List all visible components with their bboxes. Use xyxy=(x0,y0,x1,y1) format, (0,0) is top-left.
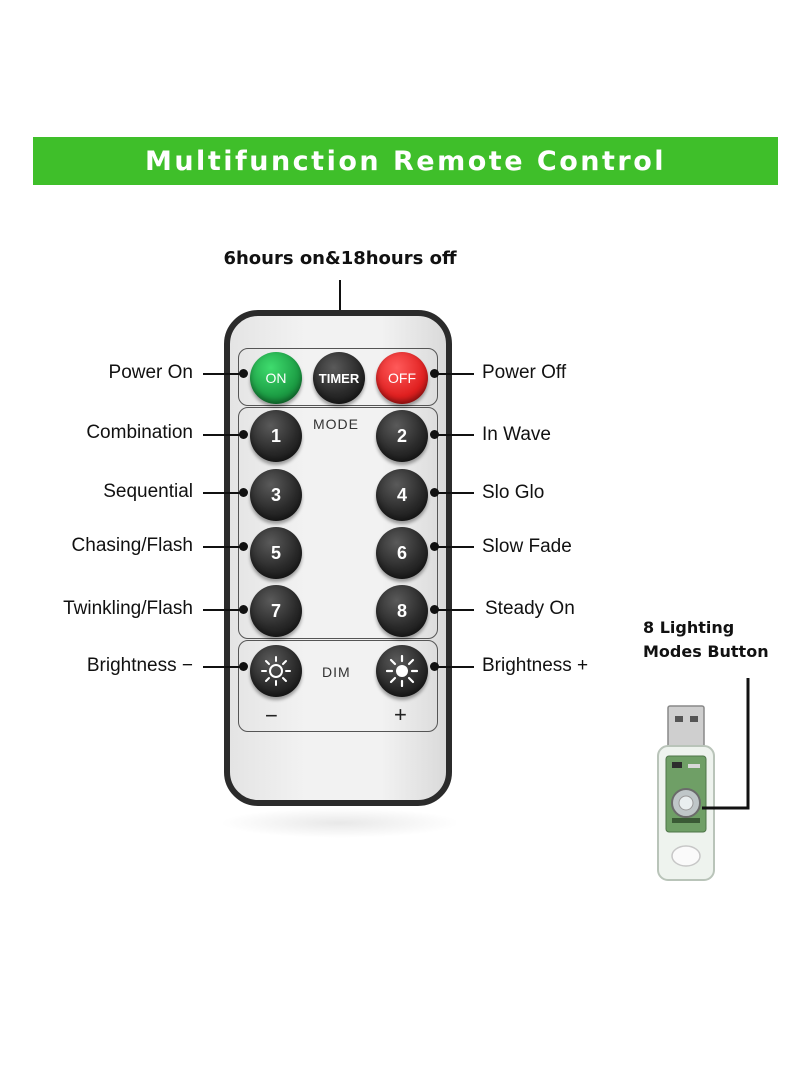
brightness-down-button[interactable] xyxy=(250,645,302,697)
mode-button-3[interactable]: 3 xyxy=(250,469,302,521)
leader-steady-on xyxy=(434,609,474,611)
leader-dot-combination xyxy=(239,430,248,439)
mode-button-1[interactable]: 1 xyxy=(250,410,302,462)
leader-dot-slow-fade xyxy=(430,542,439,551)
leader-dot-brightness-minus xyxy=(239,662,248,671)
label-brightness-minus: Brightness − xyxy=(86,655,193,676)
brightness-up-button[interactable] xyxy=(376,645,428,697)
mode-button-5-label: 5 xyxy=(270,542,281,563)
label-chasing-flash: Chasing/Flash xyxy=(71,535,193,556)
mode-button-6-label: 6 xyxy=(396,542,407,563)
mode-panel xyxy=(238,407,438,639)
usb-controller-image xyxy=(657,678,750,881)
label-power-on: Power On xyxy=(108,362,193,383)
leader-slo-glo xyxy=(434,492,474,494)
leader-in-wave xyxy=(434,434,474,436)
mode-button-2[interactable]: 2 xyxy=(376,410,428,462)
label-slo-glo: Slo Glo xyxy=(482,482,545,503)
mode-label: MODE xyxy=(313,416,359,432)
label-steady-on: Steady On xyxy=(485,598,575,619)
leader-dot-brightness-plus xyxy=(430,662,439,671)
leader-dot-power-off xyxy=(430,369,439,378)
leader-power-off xyxy=(434,373,474,375)
mode-button-5[interactable]: 5 xyxy=(250,527,302,579)
mode-button-8-label: 8 xyxy=(396,600,407,621)
mode-button-1-label: 1 xyxy=(270,425,281,446)
mode-button-7[interactable]: 7 xyxy=(250,585,302,637)
banner-title: Multifunction Remote Control xyxy=(144,145,667,177)
on-button-label: ON xyxy=(265,370,287,386)
leader-dot-power-on xyxy=(239,369,248,378)
leader-dot-chasing-flash xyxy=(239,542,248,551)
leader-power-on xyxy=(203,373,243,375)
leader-twinkling-flash xyxy=(203,609,243,611)
label-in-wave: In Wave xyxy=(482,424,551,445)
timer-button[interactable]: TIMER xyxy=(313,352,365,404)
plus-symbol: + xyxy=(394,702,407,727)
on-button[interactable]: ON xyxy=(250,352,302,404)
dim-panel xyxy=(238,640,438,732)
remote-reflection xyxy=(220,808,460,838)
label-combination: Combination xyxy=(86,422,193,443)
mode-button-7-label: 7 xyxy=(270,600,281,621)
sun-small-icon xyxy=(261,656,291,686)
leader-sequential xyxy=(203,492,243,494)
title-banner: Multifunction Remote Control xyxy=(33,137,778,185)
timer-button-label: TIMER xyxy=(318,370,360,386)
sun-large-icon xyxy=(386,655,418,687)
mode-button-3-label: 3 xyxy=(270,484,281,505)
usb-note-line2: Modes Button xyxy=(643,642,769,661)
label-slow-fade: Slow Fade xyxy=(482,536,572,557)
leader-brightness-minus xyxy=(203,666,243,668)
mode-button-4[interactable]: 4 xyxy=(376,469,428,521)
label-sequential: Sequential xyxy=(103,481,193,502)
leader-dot-twinkling-flash xyxy=(239,605,248,614)
dim-label: DIM xyxy=(322,664,351,680)
mode-button-2-label: 2 xyxy=(396,425,407,446)
off-button[interactable]: OFF xyxy=(376,352,428,404)
leader-dot-in-wave xyxy=(430,430,439,439)
usb-mode-button-note: 8 Lighting Modes Button xyxy=(643,616,769,664)
off-button-label: OFF xyxy=(388,370,416,386)
mode-button-8[interactable]: 8 xyxy=(376,585,428,637)
leader-dot-slo-glo xyxy=(430,488,439,497)
leader-brightness-plus xyxy=(434,666,474,668)
leader-slow-fade xyxy=(434,546,474,548)
label-brightness-plus: Brightness + xyxy=(482,655,589,676)
label-twinkling-flash: Twinkling/Flash xyxy=(63,598,193,619)
timer-note: 6hours on&18hours off xyxy=(223,248,457,269)
leader-chasing-flash xyxy=(203,546,243,548)
power-panel xyxy=(238,348,438,406)
leader-dot-sequential xyxy=(239,488,248,497)
leader-dot-steady-on xyxy=(430,605,439,614)
mode-button-4-label: 4 xyxy=(396,484,407,505)
usb-note-line1: 8 Lighting xyxy=(643,618,735,637)
leader-combination xyxy=(203,434,243,436)
label-power-off: Power Off xyxy=(482,362,567,383)
minus-symbol: − xyxy=(265,703,278,728)
mode-button-6[interactable]: 6 xyxy=(376,527,428,579)
